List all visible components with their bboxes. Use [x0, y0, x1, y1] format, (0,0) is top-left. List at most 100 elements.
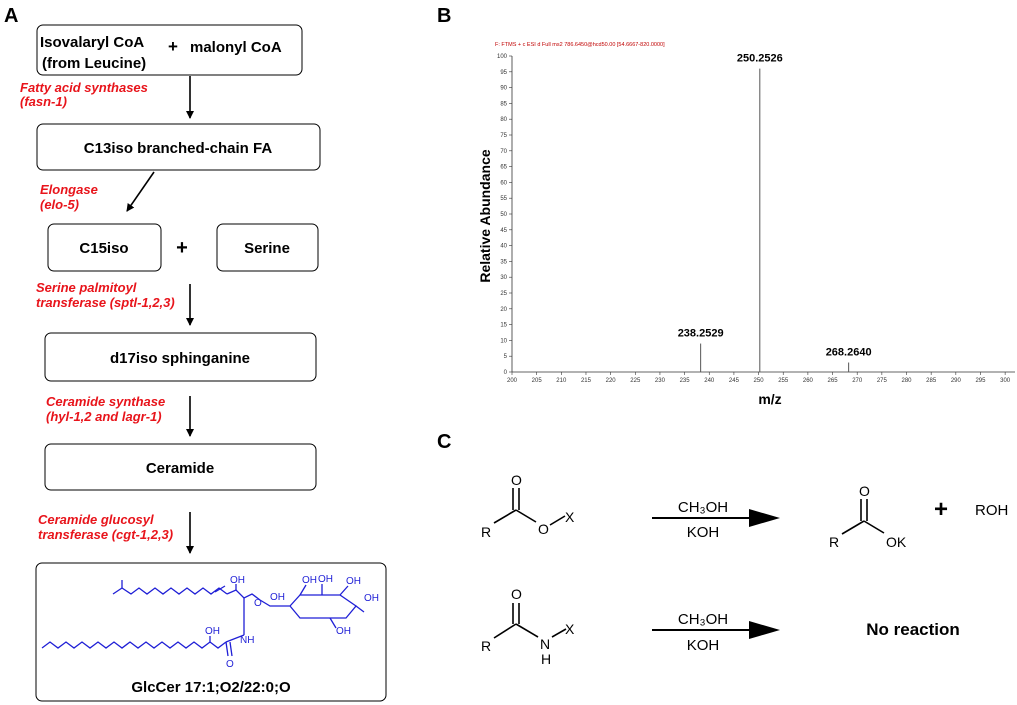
- x-tick-label: 240: [704, 378, 715, 384]
- box2-text: C13iso branched-chain FA: [84, 140, 273, 157]
- box-d17iso: [44, 332, 317, 382]
- x-tick-label: 300: [1000, 378, 1011, 384]
- ester-r: R: [481, 524, 491, 540]
- y-tick-label: 15: [500, 323, 507, 329]
- box4-text: d17iso sphinganine: [110, 350, 250, 367]
- x-tick-label: 220: [606, 378, 617, 384]
- y-tick-label: 20: [500, 307, 507, 313]
- box6-caption: GlcCer 17:1;O2/22:0;O: [131, 679, 291, 696]
- y-tick-label: 0: [504, 370, 508, 376]
- plus-sign-a: +: [176, 237, 188, 259]
- ms-header: F: FTMS + c ESI d Full ms2 786.6450@hcd5…: [495, 42, 665, 48]
- struct-oh-3: OH: [302, 575, 317, 586]
- x-tick-label: 215: [581, 378, 592, 384]
- carboxylate-ok: OK: [886, 534, 907, 550]
- enzyme-fasn-line1: Fatty acid synthases: [20, 80, 148, 95]
- y-tick-label: 30: [500, 275, 507, 281]
- ms-ylabel: Relative Abundance: [477, 149, 493, 283]
- y-tick-label: 60: [500, 180, 507, 186]
- box1-right: malonyl CoA: [190, 39, 282, 56]
- box5-text: Ceramide: [146, 460, 214, 477]
- y-tick-label: 80: [500, 117, 507, 123]
- x-tick-label: 260: [803, 378, 814, 384]
- panel-b-label: B: [437, 5, 451, 27]
- y-tick-label: 85: [500, 101, 507, 107]
- enzyme-fasn-line2: (fasn-1): [20, 94, 67, 109]
- reagent1-bottom: KOH: [687, 524, 720, 541]
- box1-line1: Isovalaryl CoA: [40, 34, 144, 51]
- box3a-text: C15iso: [79, 240, 128, 257]
- x-tick-label: 280: [902, 378, 913, 384]
- y-tick-label: 90: [500, 86, 507, 92]
- x-tick-label: 230: [655, 378, 666, 384]
- carboxylate-structure: [841, 499, 885, 535]
- box3b-text: Serine: [244, 240, 290, 257]
- y-tick-label: 40: [500, 244, 507, 250]
- box-ceramide: [44, 443, 317, 491]
- box1-line2: (from Leucine): [42, 55, 146, 72]
- struct-oh-7: OH: [336, 626, 351, 637]
- x-tick-label: 225: [630, 378, 641, 384]
- struct-nh: NH: [240, 635, 254, 646]
- peak-label: 250.2526: [737, 53, 783, 65]
- y-tick-label: 75: [500, 133, 507, 139]
- y-tick-label: 95: [500, 70, 507, 76]
- arrow-2: [126, 171, 155, 212]
- ester-structure: [493, 488, 566, 526]
- reaction-arrow-1-head: [749, 509, 780, 527]
- x-tick-label: 265: [828, 378, 839, 384]
- struct-oh-1: OH: [230, 575, 245, 586]
- reagent2-bottom: KOH: [687, 637, 720, 654]
- y-tick-label: 70: [500, 149, 507, 155]
- ester-x: X: [565, 509, 575, 525]
- x-tick-label: 255: [778, 378, 789, 384]
- enzyme-elo-line1: Elongase: [40, 182, 98, 197]
- no-reaction: No reaction: [866, 620, 960, 639]
- y-tick-label: 50: [500, 212, 507, 218]
- x-tick-label: 290: [951, 378, 962, 384]
- enzyme-elo-line2: (elo-5): [40, 197, 79, 212]
- enzyme-sptl-line2: transferase (sptl-1,2,3): [36, 295, 175, 310]
- struct-oh-4: OH: [318, 574, 333, 585]
- x-tick-label: 210: [556, 378, 567, 384]
- y-tick-label: 45: [500, 228, 507, 234]
- panel-a-label: A: [4, 5, 18, 27]
- enzyme-cgt-line2: transferase (cgt-1,2,3): [38, 527, 173, 542]
- y-tick-label: 10: [500, 338, 507, 344]
- panel-c-label: C: [437, 431, 451, 453]
- x-tick-label: 200: [507, 378, 518, 384]
- x-tick-label: 235: [680, 378, 691, 384]
- y-tick-label: 35: [500, 259, 507, 265]
- struct-oh-6: OH: [364, 593, 379, 604]
- amide-o-top: O: [511, 586, 522, 602]
- x-tick-label: 250: [754, 378, 765, 384]
- x-tick-label: 270: [852, 378, 863, 384]
- peak-label: 238.2529: [678, 328, 724, 340]
- enzyme-sptl-line1: Serine palmitoyl: [36, 280, 137, 295]
- ester-o: O: [538, 521, 549, 537]
- carboxylate-r: R: [829, 534, 839, 550]
- reagent1-top: CH₃OH: [678, 499, 728, 516]
- y-tick-label: 65: [500, 165, 507, 171]
- box-isovalaryl-coa: [36, 24, 303, 76]
- x-tick-label: 295: [975, 378, 986, 384]
- box-c13iso: [36, 123, 321, 171]
- box1-plus: +: [168, 37, 178, 56]
- x-tick-label: 275: [877, 378, 888, 384]
- amide-n: N: [540, 636, 550, 652]
- x-tick-label: 245: [729, 378, 740, 384]
- struct-oh-5: OH: [346, 576, 361, 587]
- box-serine: [216, 223, 319, 272]
- y-tick-label: 5: [504, 354, 508, 360]
- carboxylate-o-top: O: [859, 483, 870, 499]
- amide-x: X: [565, 621, 575, 637]
- struct-oh-8: OH: [205, 626, 220, 637]
- struct-o-2: O: [226, 659, 234, 670]
- enzyme-cers-line1: Ceramide synthase: [46, 394, 165, 409]
- amide-r: R: [481, 638, 491, 654]
- enzyme-cers-line2: (hyl-1,2 and lagr-1): [46, 409, 162, 424]
- struct-oh-2: OH: [270, 592, 285, 603]
- x-tick-label: 205: [532, 378, 543, 384]
- roh: ROH: [975, 502, 1008, 519]
